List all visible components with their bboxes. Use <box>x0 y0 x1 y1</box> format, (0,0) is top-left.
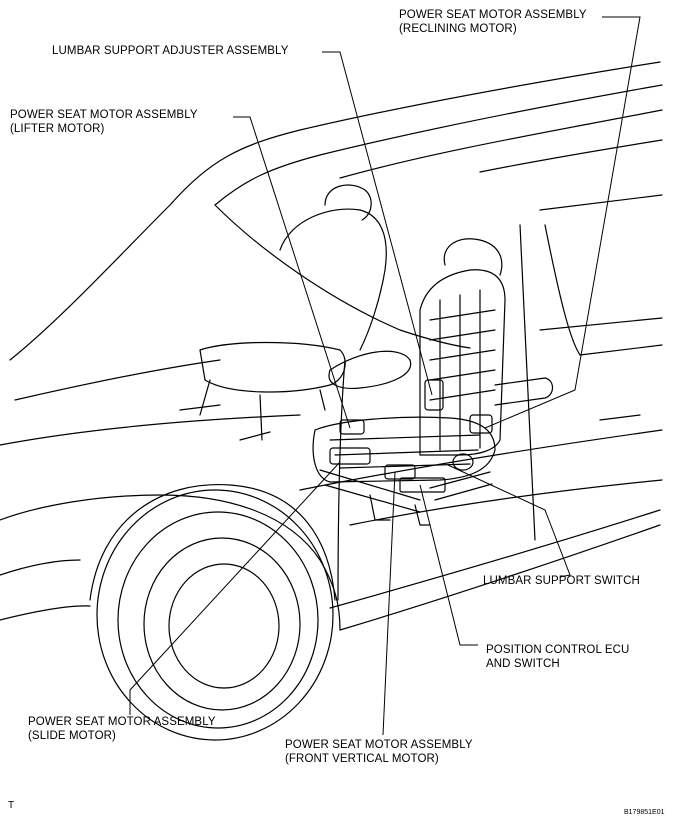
callout-reclining-line2: (RECLINING MOTOR) <box>399 23 517 35</box>
body-lower <box>0 605 91 621</box>
leader-front-vertical <box>382 471 396 736</box>
seat-cushion-frame <box>312 416 496 483</box>
rear-door-window <box>539 194 663 356</box>
door-front-edge <box>337 359 346 601</box>
wheel-arch <box>89 483 336 601</box>
callout-lumbar-adjuster-line1: LUMBAR SUPPORT ADJUSTER ASSEMBLY <box>52 45 289 57</box>
leader-slide <box>129 461 341 715</box>
leader-reclining <box>484 16 641 429</box>
roof-rail <box>214 84 663 206</box>
callout-front-vertical-line1: POWER SEAT MOTOR ASSEMBLY <box>285 739 473 751</box>
callout-lifter-line2: (LIFTER MOTOR) <box>10 123 105 135</box>
far-seat-cushion <box>199 341 346 393</box>
leader-ecu <box>419 484 478 646</box>
far-seat-headrest <box>324 184 372 221</box>
door-sill <box>349 479 663 526</box>
callout-lumbar-switch-line1: LUMBAR SUPPORT SWITCH <box>483 575 640 587</box>
leader-lumbar-switch <box>447 464 571 578</box>
seat-back-springs <box>429 289 496 451</box>
figure-code: B179851E01 <box>624 809 665 816</box>
seat-headrest <box>443 238 503 276</box>
a-pillar <box>214 204 471 349</box>
callout-lumbar-adjuster: LUMBAR SUPPORT ADJUSTER ASSEMBLY <box>52 44 288 58</box>
slide-motor <box>329 447 371 465</box>
callout-slide-line2: (SLIDE MOTOR) <box>28 730 116 742</box>
side-mirror <box>328 350 412 390</box>
front-wheel-rim <box>143 537 301 711</box>
seat-back-frame <box>419 269 506 456</box>
far-seat-back <box>279 208 387 351</box>
front-wheel-outer <box>96 489 334 741</box>
hood-edge <box>0 414 301 446</box>
roof-outline <box>9 61 661 361</box>
callout-front-vertical-motor: POWER SEAT MOTOR ASSEMBLY (FRONT VERTICA… <box>285 738 473 766</box>
seat-cushion-inner <box>329 434 481 469</box>
lifter-motor <box>339 419 365 435</box>
rocker-lower <box>329 509 661 609</box>
ecu-unit <box>399 477 446 493</box>
callout-front-vertical-line2: (FRONT VERTICAL MOTOR) <box>285 753 439 765</box>
front-wheel-hub <box>168 563 280 689</box>
callout-reclining-line1: POWER SEAT MOTOR ASSEMBLY <box>399 9 587 21</box>
bumper <box>0 559 81 576</box>
seat-foot-front <box>369 494 431 526</box>
front-wheel-tire <box>117 511 319 729</box>
leader-lumbar-adjuster <box>322 51 433 396</box>
front-fender <box>0 494 341 631</box>
windshield-lower <box>14 359 221 401</box>
callout-ecu-line1: POSITION CONTROL ECU <box>486 644 630 656</box>
leader-lifter <box>233 116 351 429</box>
callout-slide-line1: POWER SEAT MOTOR ASSEMBLY <box>28 716 216 728</box>
far-seat-base <box>199 379 326 441</box>
reclining-motor <box>469 414 493 434</box>
seat-track-left <box>319 469 421 513</box>
lumbar-adjuster <box>424 379 444 411</box>
rocker <box>339 524 661 631</box>
callout-lifter-line1: POWER SEAT MOTOR ASSEMBLY <box>10 109 198 121</box>
seat-track-right <box>429 471 493 501</box>
callout-lifter-motor: POWER SEAT MOTOR ASSEMBLY (LIFTER MOTOR) <box>10 108 198 136</box>
rear-door-line <box>539 317 663 331</box>
lumbar-switch-knob <box>452 453 474 471</box>
rear-door-handle <box>599 414 641 421</box>
callout-slide-motor: POWER SEAT MOTOR ASSEMBLY (SLIDE MOTOR) <box>28 715 216 743</box>
b-pillar <box>519 224 536 541</box>
callout-reclining-motor: POWER SEAT MOTOR ASSEMBLY (RECLINING MOT… <box>399 8 587 36</box>
front-vertical-motor <box>384 464 416 480</box>
callout-ecu-line2: AND SWITCH <box>486 658 560 670</box>
callout-position-control-ecu: POSITION CONTROL ECU AND SWITCH <box>486 643 629 671</box>
roof-stripe <box>479 139 663 173</box>
corner-mark: T <box>8 800 15 811</box>
callout-lumbar-switch: LUMBAR SUPPORT SWITCH <box>483 574 640 588</box>
roof-rail-inner <box>339 109 663 179</box>
armrest <box>494 377 554 406</box>
far-seat-rail <box>179 404 271 441</box>
